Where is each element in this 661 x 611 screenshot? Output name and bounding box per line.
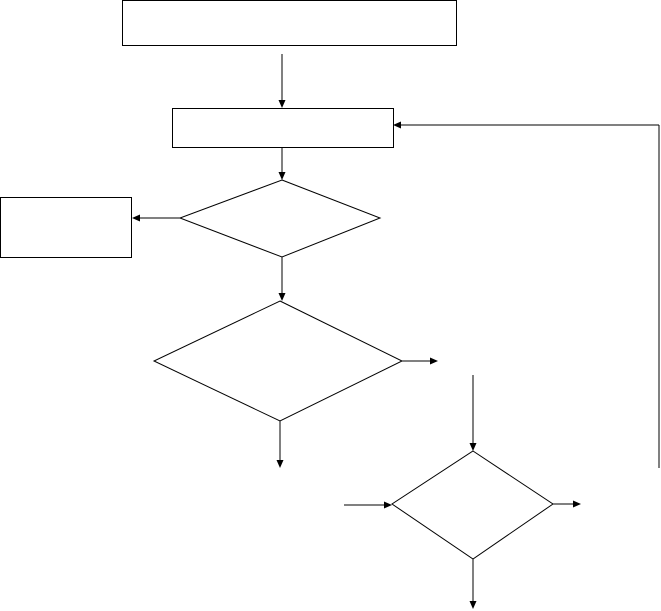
left-box: [0, 197, 132, 258]
first-decision-diamond: [178, 179, 382, 258]
second-decision-diamond: [152, 300, 404, 422]
second-box: [172, 108, 394, 148]
arrowhead-down: [278, 172, 286, 180]
arrowhead-left: [393, 121, 401, 129]
arrowhead-left: [132, 214, 140, 222]
arrowhead-down: [278, 293, 286, 301]
arrowhead-down: [469, 601, 477, 609]
arrowhead-right: [430, 357, 438, 365]
arrowhead-down: [278, 100, 286, 108]
arrowhead-down: [469, 443, 477, 451]
third-decision-diamond: [391, 450, 554, 560]
arrowhead-right: [384, 501, 392, 509]
top-box: [122, 0, 457, 46]
arrowhead-right: [573, 500, 581, 508]
arrowhead-down: [276, 460, 284, 468]
